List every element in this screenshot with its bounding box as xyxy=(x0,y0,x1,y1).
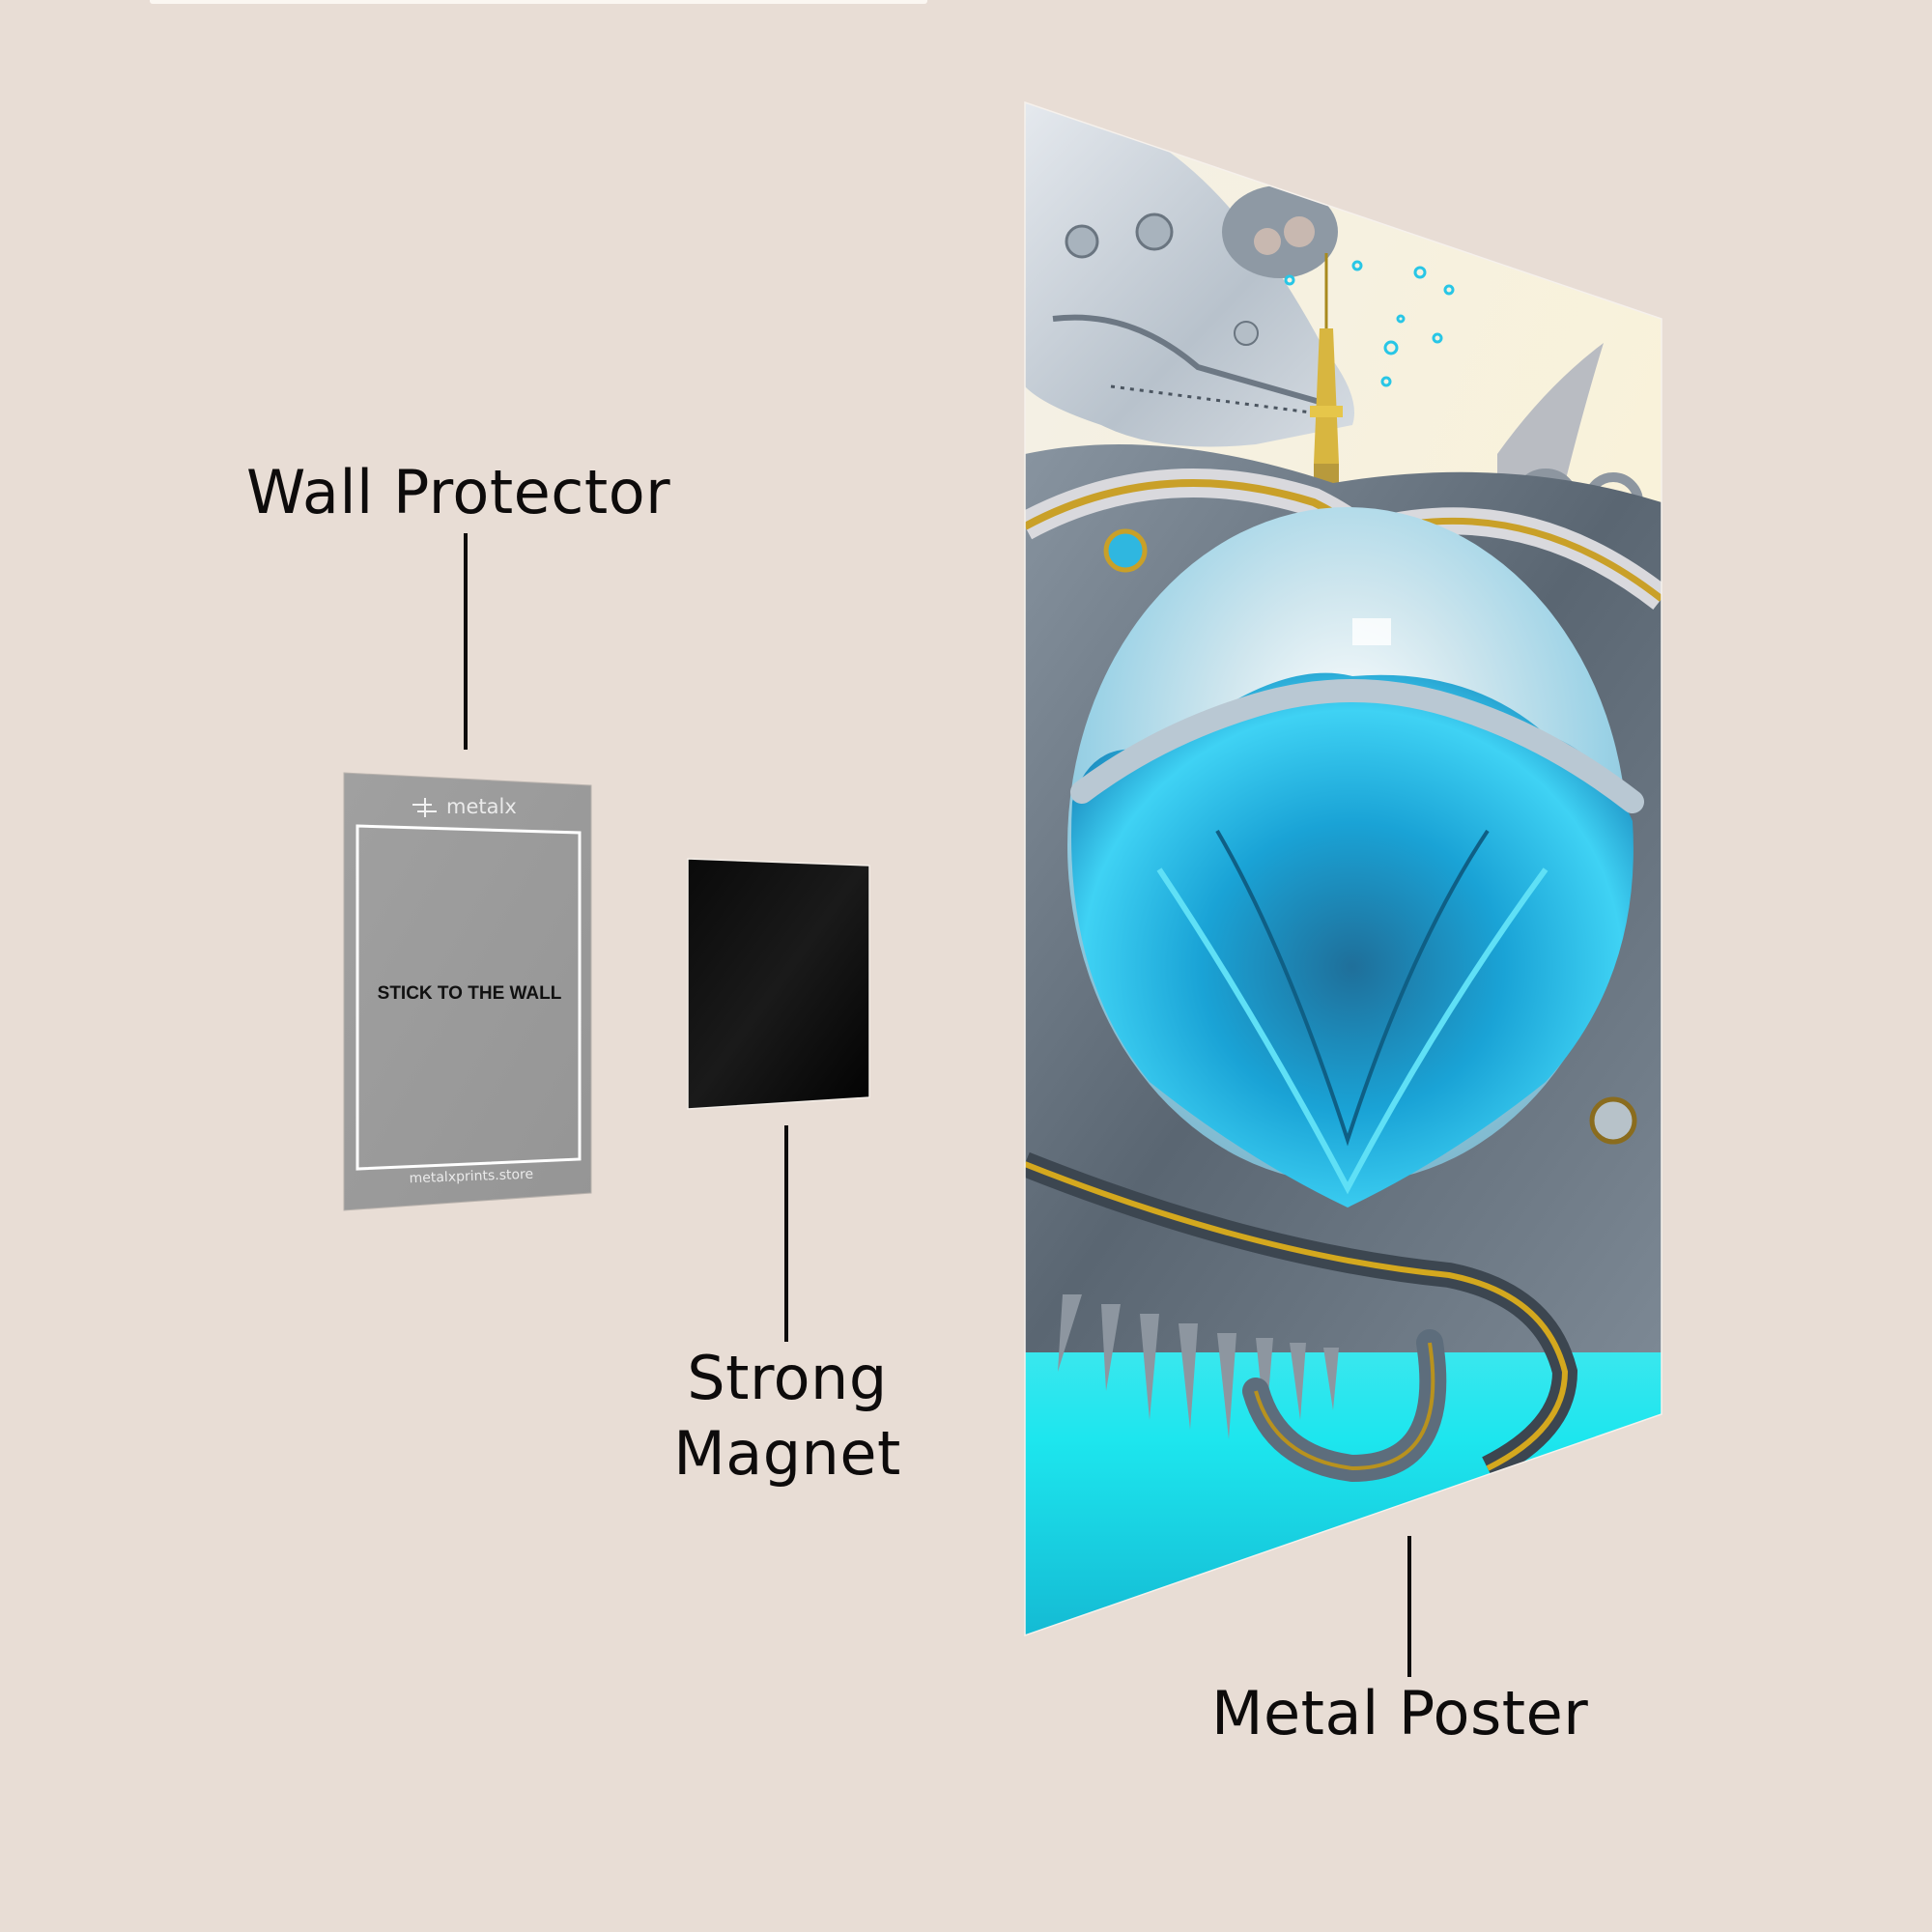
wall-protector-connector-line xyxy=(464,533,468,750)
gear-eye-icon xyxy=(1589,1096,1637,1145)
protector-website-text: metalxprints.store xyxy=(409,1167,533,1186)
gear-eye-icon xyxy=(1103,528,1148,573)
top-edge-strip xyxy=(150,0,927,4)
metal-poster-connector-line xyxy=(1407,1536,1411,1677)
strong-magnet-label: Strong Magnet xyxy=(667,1341,908,1492)
metal-poster-label: Metal Poster xyxy=(1211,1678,1589,1748)
metalx-logo-icon xyxy=(412,798,437,817)
wall-protector-label: Wall Protector xyxy=(246,457,671,527)
wall-protector-card: metalx STICK TO THE WALL metalxprints.st… xyxy=(343,772,592,1211)
strong-magnet-label-line2: Magnet xyxy=(673,1418,901,1489)
protector-brand-text: metalx xyxy=(446,795,517,818)
tentacle-tail-gold-art xyxy=(1254,1342,1435,1471)
glowing-orb-art xyxy=(1067,507,1644,1208)
bubbles-art xyxy=(1284,260,1455,387)
dragon-head-art xyxy=(1025,102,1354,447)
metal-poster xyxy=(1025,102,1662,1635)
metal-poster-edge xyxy=(1024,100,1662,1637)
strong-magnet xyxy=(687,858,870,1110)
protector-instruction-text: STICK TO THE WALL xyxy=(378,983,562,1004)
strong-magnet-connector-line xyxy=(784,1125,788,1342)
strong-magnet-label-line1: Strong xyxy=(687,1343,888,1413)
